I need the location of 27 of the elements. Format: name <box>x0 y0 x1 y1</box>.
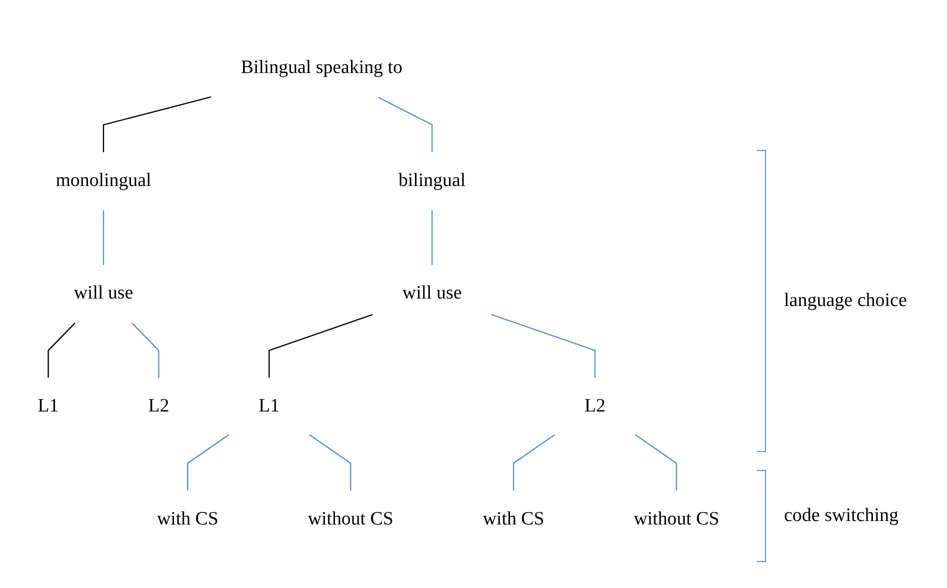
node-text: without CS <box>634 508 720 530</box>
node-text: monolingual <box>56 170 152 191</box>
connector <box>132 322 160 378</box>
node-text: with CS <box>156 508 218 530</box>
node-text: bilingual <box>398 170 466 191</box>
connector <box>102 96 212 152</box>
connector <box>187 434 230 491</box>
connector <box>268 314 373 378</box>
node-text: without CS <box>308 508 394 530</box>
node-text: L1 <box>258 396 280 417</box>
node-text: Bilingual speaking to <box>240 57 402 78</box>
connector <box>512 434 556 491</box>
node-text: will use <box>402 282 462 304</box>
node-text: L2 <box>584 396 606 417</box>
connector <box>431 210 433 265</box>
node-text: L1 <box>38 396 59 417</box>
connector <box>634 434 678 491</box>
connector <box>102 210 104 265</box>
connector <box>309 434 352 491</box>
node-text: L2 <box>148 396 170 417</box>
label: code switching <box>784 505 899 527</box>
connector <box>48 322 76 378</box>
label: language choice <box>784 290 907 312</box>
connector <box>491 314 596 378</box>
connector <box>378 96 433 152</box>
node-text: with CS <box>482 508 544 530</box>
node-text: will use <box>74 282 134 304</box>
